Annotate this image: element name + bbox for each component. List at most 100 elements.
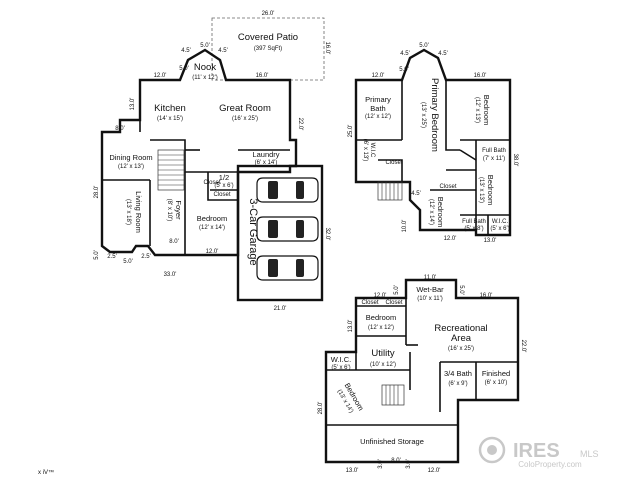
upper-floor-outer-wall [354, 48, 512, 237]
measurement-label: 13.0' [130, 98, 136, 111]
covered-patio-dim: (397 SqFt) [254, 46, 282, 52]
measurement-label: 13.0' [346, 468, 359, 474]
half-bath-dim: (5' x 6') [214, 183, 233, 189]
bedroom-a-dim: (12' x 13') [474, 97, 480, 123]
dining-room-label: Dining Room [109, 153, 152, 162]
measurement-label: 16.0' [480, 293, 493, 299]
measurement-label: 2.5' [107, 254, 117, 260]
measurement-label: 4.5' [400, 51, 410, 57]
lower-bedroom-label: Bedroom [366, 313, 396, 322]
footer-mark: x iV™ [38, 469, 54, 476]
measurement-label: 12.0' [206, 249, 219, 255]
three-quarter-bath-dim: (6' x 9') [448, 381, 467, 387]
measurement-label: 5.0' [399, 67, 409, 73]
measurement-label: 3.0' [406, 459, 412, 469]
utility-label: Utility [371, 348, 394, 359]
measurement-label: 26.0' [262, 11, 275, 17]
recreational-area-dim: (16' x 25') [448, 346, 474, 352]
measurement-label: 4.5' [181, 48, 191, 54]
primary-bedroom-dim: (13' x 25') [420, 102, 426, 128]
measurement-label: 10.0' [402, 220, 408, 233]
ires-logo-site: ColoProperty.com [518, 460, 582, 469]
wet-bar-label: Wet-Bar [416, 285, 444, 294]
unfinished-storage-label: Unfinished Storage [360, 437, 424, 446]
measurement-label: 3.0' [378, 459, 384, 469]
measurement-label: 12.0' [428, 468, 441, 474]
measurement-label: 12.0' [154, 73, 167, 79]
closet-label: Closet [385, 160, 402, 166]
measurement-label: 5.0' [419, 43, 429, 49]
measurement-label: 4.5' [411, 191, 421, 197]
measurement-label: 4.5' [218, 48, 228, 54]
finished-label: Finished [482, 369, 510, 378]
closet-label: Closet [385, 300, 402, 306]
main-bedroom-dim: (12' x 14') [199, 225, 225, 231]
measurement-label: 8.0' [115, 126, 125, 132]
measurement-label: 16.0' [324, 42, 330, 55]
measurement-label: 8.0' [169, 239, 179, 245]
measurement-label: 13.0' [348, 320, 354, 333]
wic-a-label: W.I.C. [492, 219, 509, 225]
laundry-label: Laundry [252, 150, 279, 159]
closet-label: Closet [439, 184, 456, 190]
lower-wic-dim: (5' x 6') [331, 365, 350, 371]
covered-patio-label: Covered Patio [238, 32, 298, 43]
wic-b-dim: (6' x 13') [362, 139, 368, 162]
bedroom-c-label: Bedroom [436, 197, 445, 227]
great-room-dim: (16' x 25') [232, 116, 258, 122]
bedroom-c-dim: (12' x 14') [428, 199, 434, 225]
measurement-label: 13.0' [484, 238, 497, 244]
main-floor-plan: Covered Patio (397 SqFt) Nook (11' x 12'… [94, 11, 330, 312]
wet-bar-dim: (10' x 11') [417, 296, 443, 302]
lower-stairs [381, 384, 405, 406]
living-room-dim: (13' x 18') [125, 199, 131, 225]
bedroom-b-label: Bedroom [486, 175, 495, 205]
primary-bedroom-label: Primary Bedroom [429, 78, 440, 152]
measurement-label: 5.0' [200, 43, 210, 49]
utility-dim: (10' x 12') [370, 362, 396, 368]
measurement-label: 4.5' [438, 51, 448, 57]
closet-label: Closet [213, 192, 230, 198]
measurement-label: 5.0' [123, 259, 133, 265]
finished-dim: (6' x 10') [485, 380, 508, 386]
primary-bath-dim: (12' x 12') [365, 114, 391, 120]
main-stairs [157, 149, 185, 191]
measurement-label: 2.5' [141, 254, 151, 260]
great-room-label: Great Room [219, 103, 271, 114]
dining-room-dim: (12' x 13') [118, 164, 144, 170]
measurement-label: 22.0' [297, 118, 303, 131]
measurement-label: 25.0' [348, 125, 354, 138]
measurement-label: 12.0' [374, 293, 387, 299]
main-bedroom-label: Bedroom [197, 214, 227, 223]
nook-dim: (11' x 12') [192, 75, 218, 81]
ires-logo: IRES MLS ColoProperty.com [478, 436, 599, 469]
nook-label: Nook [194, 62, 216, 73]
living-room-label: Living Room [134, 191, 143, 233]
lower-wic-label: W.I.C. [331, 355, 351, 364]
measurement-label: 16.0' [474, 73, 487, 79]
measurement-label: 16.0' [256, 73, 269, 79]
measurement-label: 33.0' [164, 272, 177, 278]
full-bath-b-label: Full Bath [462, 219, 486, 225]
laundry-dim: (6' x 14') [255, 160, 278, 166]
garage-wall [236, 164, 324, 302]
bedroom-a-label: Bedroom [482, 95, 491, 125]
half-bath-label: 1/2 [219, 173, 229, 182]
measurement-label: 22.0' [520, 340, 526, 353]
foyer-label: Foyer [174, 200, 183, 220]
measurement-label: 5.0' [394, 285, 400, 295]
full-bath-b-dim: (5' x 8') [464, 226, 483, 232]
garage-car-2 [256, 216, 319, 242]
lower-bedroom-dim: (12' x 12') [368, 325, 394, 331]
foyer-dim: (8' x 10') [166, 199, 172, 222]
measurement-label: 12.0' [444, 236, 457, 242]
measurement-label: 5.0' [179, 66, 189, 72]
garage-car-1 [256, 177, 319, 203]
wic-b-label: W.I.C [369, 143, 375, 158]
wic-a-dim: (5' x 6') [490, 226, 509, 232]
bedroom-b-dim: (13' x 13') [478, 177, 484, 203]
kitchen-dim: (14' x 15') [157, 116, 183, 122]
measurement-label: 32.0' [324, 228, 330, 241]
